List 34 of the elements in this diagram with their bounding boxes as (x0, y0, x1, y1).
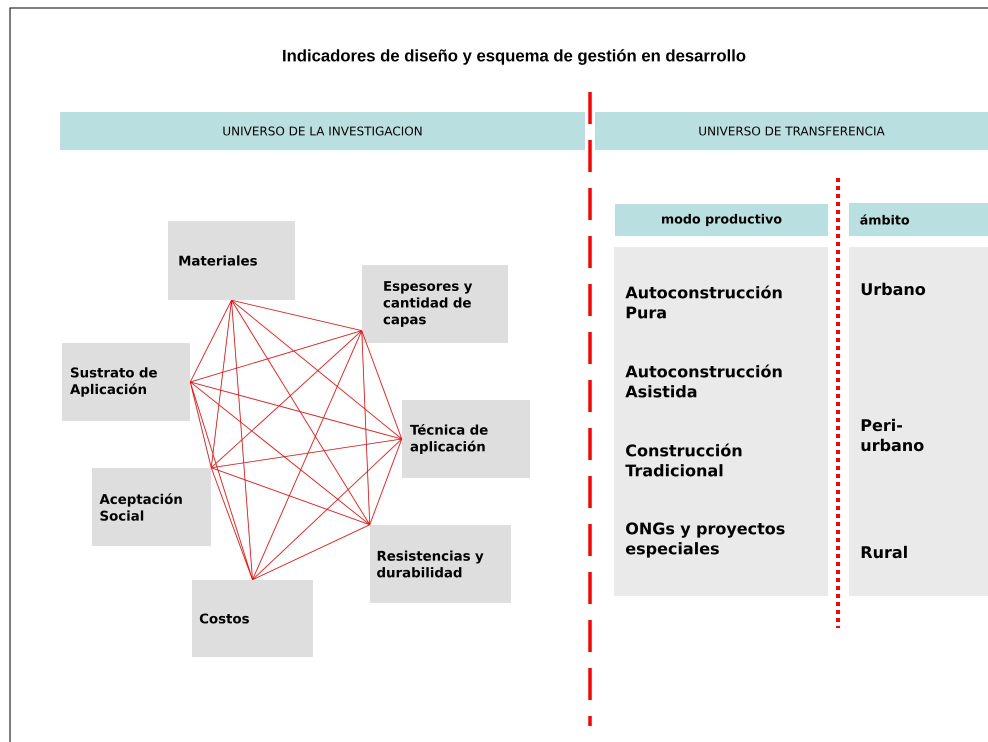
connector-line (210, 467, 370, 526)
connector-line (252, 438, 402, 580)
connector-line (252, 524, 370, 580)
connector-line (252, 330, 362, 580)
connector-line (231, 300, 402, 440)
list-panel: Autoconstrucción Pura Autoconstrucción Asistida Construcción Tradicional ONGs y proyectos especiales (614, 246, 828, 596)
header-band: UNIVERSO DE TRANSFERENCIA (595, 112, 988, 150)
indicator-box: Aceptación Social (92, 468, 211, 546)
indicator-box: Resistencias y durabilidad (370, 525, 512, 603)
connector-line (190, 382, 253, 580)
connector-line (361, 330, 402, 440)
connector-line (361, 330, 370, 526)
header-band: ámbito (849, 203, 988, 236)
connector-line (369, 438, 402, 526)
connector-line (231, 300, 362, 332)
indicator-box: Técnica de aplicación (402, 400, 530, 478)
header-band: UNIVERSO DE LA INVESTIGACION (60, 112, 586, 150)
indicator-box: Sustrato de Aplicación (62, 343, 190, 421)
indicator-box: Materiales (168, 221, 295, 300)
connector-line (210, 467, 253, 580)
connector-line (190, 382, 370, 526)
indicator-box: Costos (192, 580, 314, 657)
connector-line (190, 382, 402, 440)
connector-line (231, 300, 370, 526)
connector-line (210, 300, 232, 468)
connector-line (210, 330, 362, 468)
connector-line (231, 300, 253, 580)
connector-line (190, 300, 232, 382)
connector-line (190, 330, 362, 382)
list-panel: Urbano Peri- urbano Rural (849, 246, 988, 596)
header-band: modo productivo (615, 204, 828, 236)
connector-line (210, 438, 402, 468)
indicator-box: Espesores y cantidad de capas (362, 265, 508, 343)
title: Indicadores de diseño y esquema de gestión en desarrollo (283, 49, 746, 65)
